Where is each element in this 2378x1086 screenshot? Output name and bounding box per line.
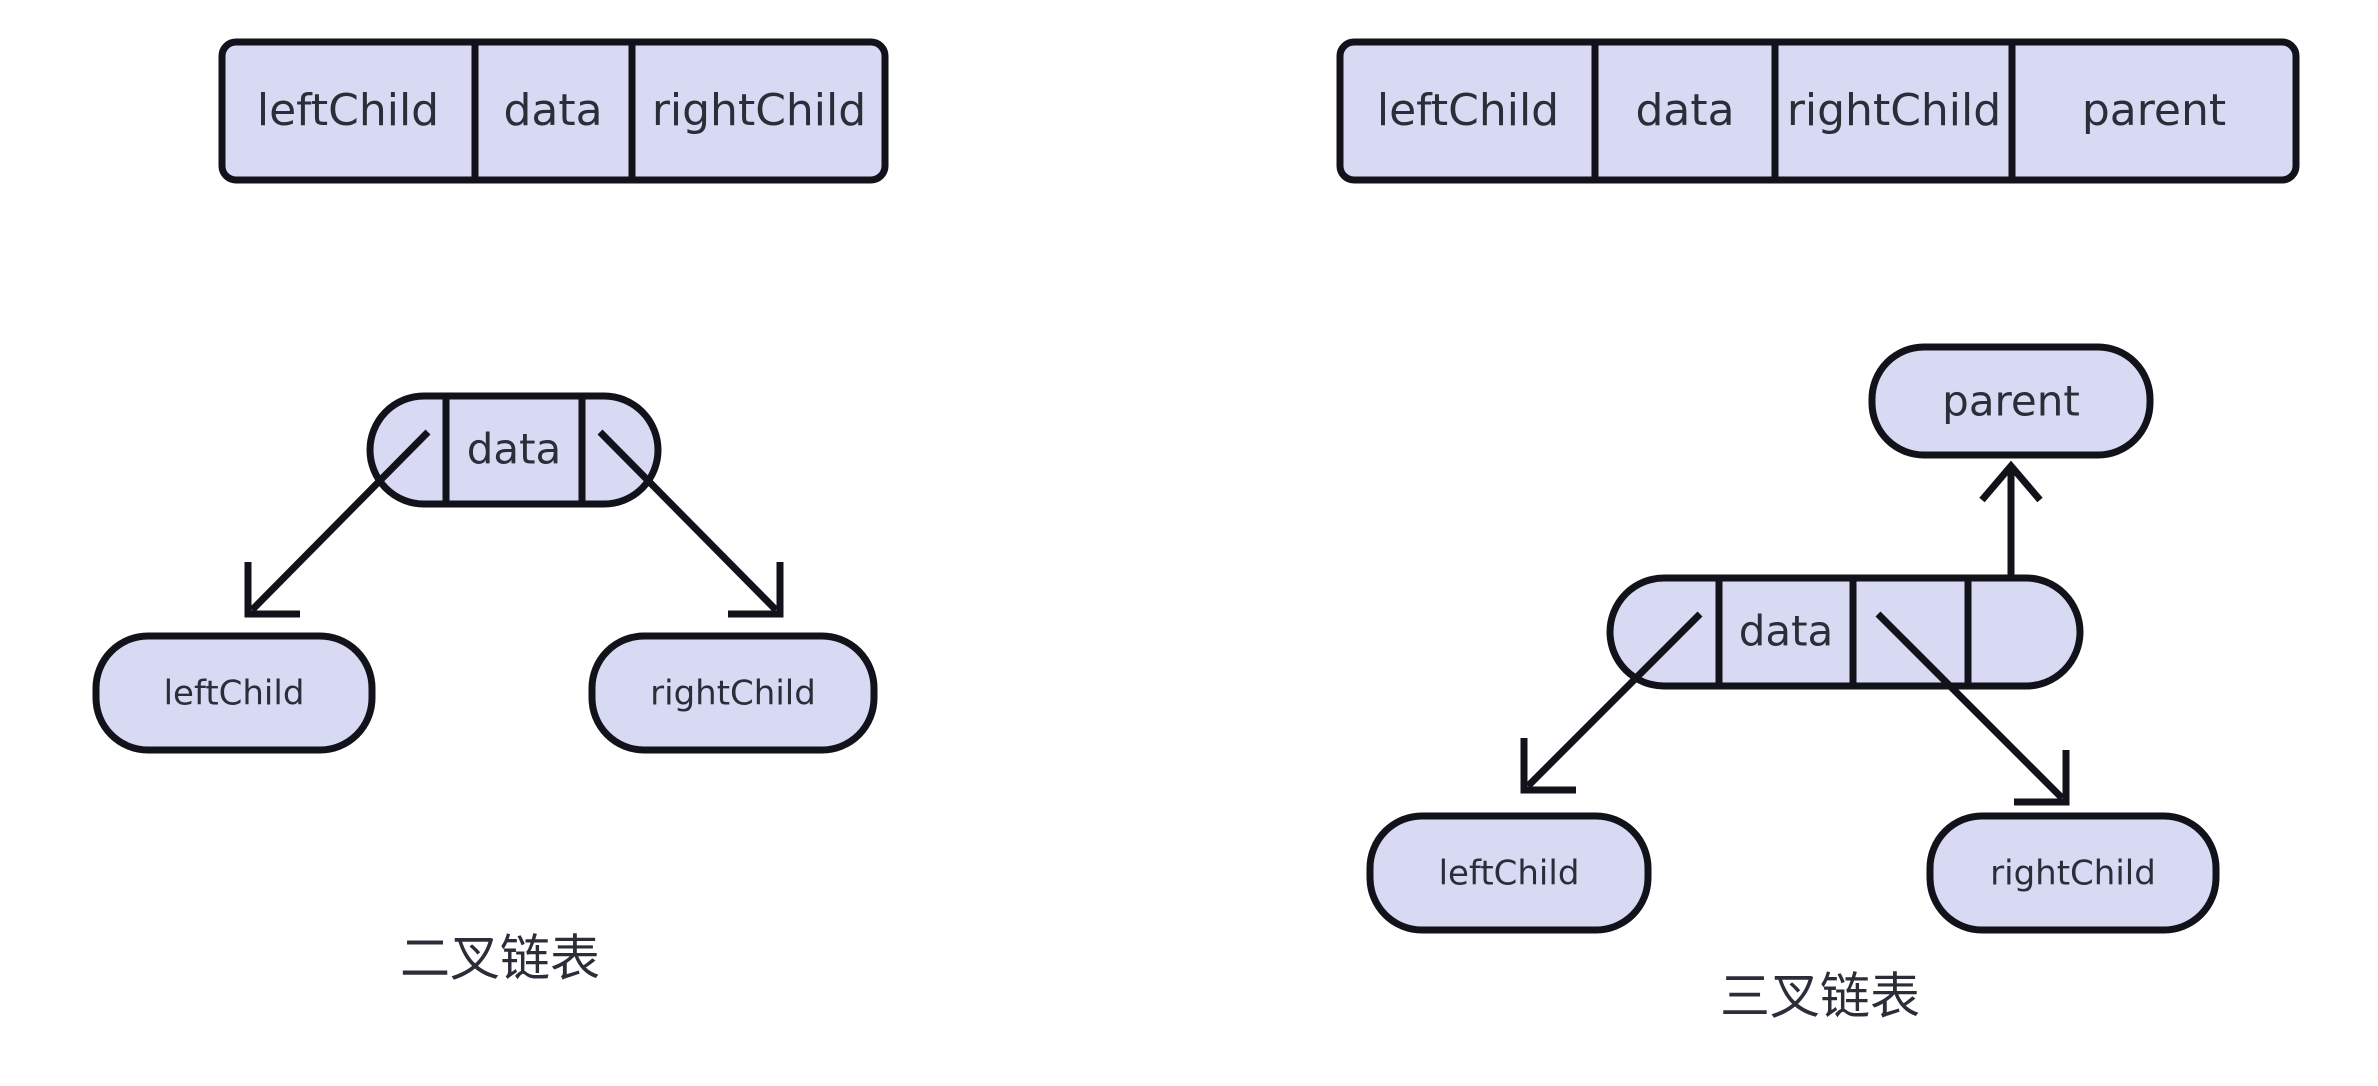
struct-box-binary-fill — [222, 42, 885, 180]
edge-root-to-left-child-trinary — [1520, 611, 1703, 794]
tree-root-node-trinary: data — [1606, 574, 2084, 690]
edge-root-to-left-child-binary-line — [249, 429, 431, 613]
struct-cell-parent-label-trinary: parent — [2082, 85, 2226, 136]
caption-binary-linked-list: 二叉链表 — [400, 930, 600, 988]
node-left-child-trinary: leftChild — [1366, 812, 1652, 934]
node-parent-trinary-outline — [1868, 343, 2154, 459]
arrow-head-parent-trinary — [1979, 460, 2043, 503]
tree-root-binary-data-label: data — [467, 425, 562, 474]
node-right-child-binary: rightChild — [588, 632, 878, 754]
arrow-head-right-child-trinary — [2014, 750, 2070, 806]
tree-root-trinary-data-label: data — [1739, 607, 1834, 656]
node-left-child-binary-label: leftChild — [164, 674, 305, 714]
struct-cell-right-child-label: rightChild — [652, 85, 866, 136]
tree-root-node-binary: data — [366, 392, 662, 508]
struct-box-binary-outline — [218, 38, 889, 184]
tree-root-node-binary-outline — [366, 392, 662, 508]
node-right-child-trinary-fill — [1930, 816, 2216, 930]
tree-root-node-trinary-fill — [1610, 578, 2080, 686]
struct-cell-right-child-label-trinary: rightChild — [1787, 85, 2001, 136]
struct-cell-left-child-label: leftChild — [257, 85, 439, 136]
panel-trinary-linked-list: leftChild data rightChild parent parent … — [1336, 38, 2300, 1026]
tree-root-node-binary-fill — [370, 396, 658, 504]
edge-root-to-left-child-binary — [244, 429, 431, 618]
node-right-child-binary-label: rightChild — [650, 674, 816, 714]
node-left-child-trinary-outline — [1366, 812, 1652, 934]
node-right-child-binary-fill — [592, 636, 874, 750]
struct-box-trinary: leftChild data rightChild parent — [1336, 38, 2300, 184]
node-right-child-trinary-label: rightChild — [1990, 854, 2156, 894]
node-left-child-trinary-fill — [1370, 816, 1648, 930]
struct-box-trinary-fill — [1340, 42, 2296, 180]
edge-root-to-right-child-binary — [597, 429, 784, 618]
struct-cell-data-label-trinary: data — [1635, 85, 1734, 136]
tree-root-node-trinary-outline — [1606, 574, 2084, 690]
node-left-child-binary-fill — [96, 636, 372, 750]
node-parent-trinary-fill — [1872, 347, 2150, 455]
arrow-head-right-child-binary — [728, 562, 784, 618]
edge-root-to-right-child-binary-line — [597, 429, 779, 613]
arrow-head-left-child-trinary — [1520, 738, 1576, 794]
node-left-child-binary-outline — [92, 632, 376, 754]
node-left-child-binary: leftChild — [92, 632, 376, 754]
edge-root-to-right-child-trinary-line — [1875, 611, 2065, 801]
node-right-child-trinary: rightChild — [1926, 812, 2220, 934]
node-parent-trinary: parent — [1868, 343, 2154, 459]
struct-box-binary: leftChild data rightChild — [218, 38, 889, 184]
node-right-child-trinary-outline — [1926, 812, 2220, 934]
node-parent-trinary-label: parent — [1942, 377, 2080, 426]
node-right-child-binary-outline — [588, 632, 878, 754]
panel-binary-linked-list: leftChild data rightChild data leftChild — [92, 38, 889, 988]
node-left-child-trinary-label: leftChild — [1439, 854, 1580, 894]
struct-box-trinary-outline — [1336, 38, 2300, 184]
edge-root-to-left-child-trinary-line — [1525, 611, 1703, 789]
caption-trinary-linked-list: 三叉链表 — [1720, 968, 1920, 1026]
struct-cell-data-label: data — [503, 85, 602, 136]
edge-root-to-right-child-trinary — [1875, 611, 2070, 806]
arrow-head-left-child-binary — [244, 562, 300, 618]
struct-cell-left-child-label-trinary: leftChild — [1377, 85, 1559, 136]
